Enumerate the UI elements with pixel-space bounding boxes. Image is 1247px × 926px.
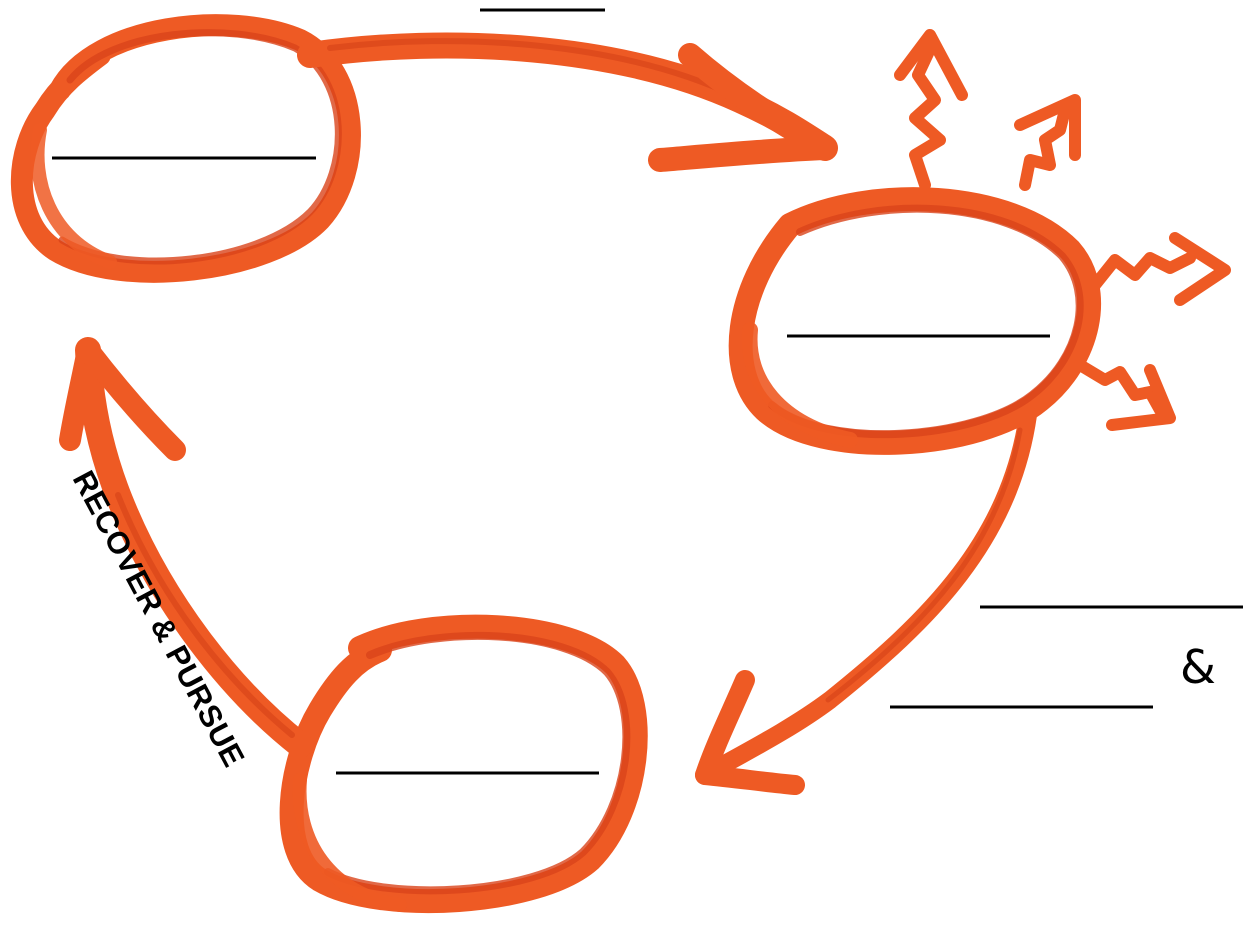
circle-right xyxy=(728,187,1102,455)
circle-bottom xyxy=(279,614,648,914)
arrow-top-to-right xyxy=(297,32,838,172)
circle-top-left xyxy=(10,14,361,283)
arrow-right-to-bottom xyxy=(695,406,1037,795)
arrow-bottom-to-top xyxy=(59,337,313,758)
ampersand-label: & xyxy=(1180,640,1216,694)
recover-pursue-label: RECOVER & PURSUE xyxy=(66,465,252,773)
zigzag-rays xyxy=(894,29,1231,431)
